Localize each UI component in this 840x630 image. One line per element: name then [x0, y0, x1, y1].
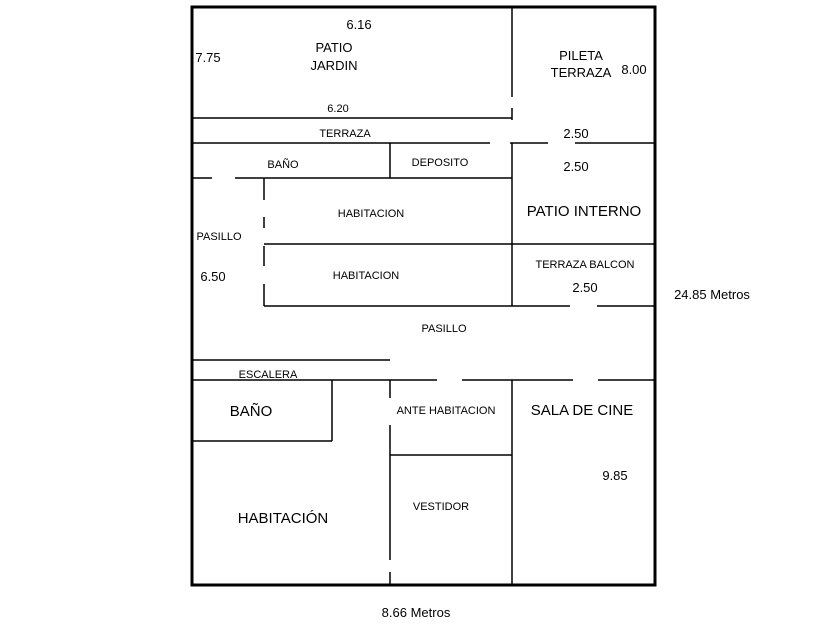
room-pileta-label-2: TERRAZA — [551, 65, 612, 80]
room-pasillo-center-label: PASILLO — [421, 323, 466, 335]
room-deposito-label: DEPOSITO — [412, 157, 469, 169]
dim-terraza-right-2: 2.50 — [563, 159, 588, 174]
room-habitacion-1-label: HABITACION — [338, 208, 404, 220]
dim-total-width: 8.66 Metros — [382, 605, 451, 620]
room-escalera-label: ESCALERA — [239, 369, 298, 381]
room-patio-interno-label: PATIO INTERNO — [527, 203, 641, 220]
room-habitacion-main-label: HABITACIÓN — [238, 510, 329, 527]
dim-balcon-depth: 2.50 — [572, 280, 597, 295]
room-pileta-label-1: PILETA — [559, 48, 603, 63]
room-terraza-label: TERRAZA — [319, 128, 371, 140]
room-terraza-balcon-label: TERRAZA BALCON — [535, 259, 634, 271]
room-sala-de-cine-label: SALA DE CINE — [531, 402, 634, 419]
room-patio-label-1: PATIO — [315, 40, 352, 55]
dim-terraza-right-1: 2.50 — [563, 126, 588, 141]
room-bano-bottom-label: BAÑO — [230, 403, 273, 420]
dim-sala-depth: 9.85 — [602, 468, 627, 483]
room-vestidor-label: VESTIDOR — [413, 501, 469, 513]
outer-wall — [190, 5, 657, 587]
interior-walls — [192, 8, 655, 585]
dim-pileta-depth: 8.00 — [621, 62, 646, 77]
room-ante-habitacion-label: ANTE HABITACION — [397, 405, 496, 417]
room-bano-top-label: BAÑO — [267, 158, 299, 171]
dim-patio-depth: 7.75 — [195, 50, 220, 65]
room-jardin-label-2: JARDIN — [311, 58, 358, 73]
dim-terraza-width: 6.20 — [327, 103, 348, 115]
room-habitacion-2-label: HABITACION — [333, 270, 399, 282]
room-pasillo-left-label: PASILLO — [196, 231, 241, 243]
dim-total-length: 24.85 Metros — [674, 287, 750, 302]
dim-patio-width: 6.16 — [346, 17, 371, 32]
dim-pasillo-depth: 6.50 — [200, 269, 225, 284]
